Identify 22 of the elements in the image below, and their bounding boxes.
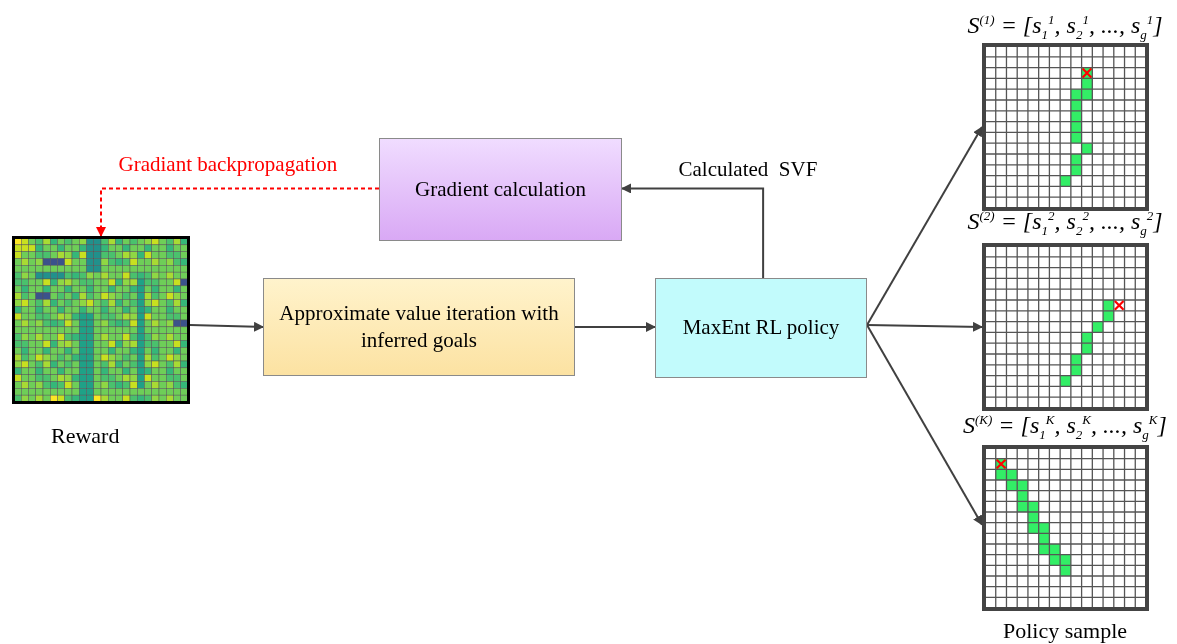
reward-heatmap <box>12 236 190 404</box>
arrow <box>189 321 264 332</box>
grid-drawing <box>982 43 1149 211</box>
formula-label: S$^{(K)}$ = [s$_{1}$$^{K}$, s$_{2}$$^{K}$, ..., s$_{g}$$^{K}$] <box>963 412 1167 443</box>
caption: Policy sample <box>1003 618 1128 644</box>
arrow <box>574 322 656 332</box>
grid-drawing <box>982 445 1149 611</box>
arrow <box>621 183 765 279</box>
process-box <box>263 278 575 376</box>
arrow <box>866 324 983 526</box>
process-box <box>379 138 622 241</box>
arrow <box>866 126 983 326</box>
box-text: Approximate value iteration with inferred goals <box>278 299 560 354</box>
arrow <box>866 321 983 332</box>
process-box <box>655 278 867 378</box>
box-text: Gradient calculation <box>415 175 586 203</box>
formula-label: S$^{(1)}$ = [s$_{1}$$^{1}$, s$_{2}$$^{1}$, ..., s$_{g}$$^{1}$] <box>967 12 1163 43</box>
grid-drawing <box>982 243 1149 411</box>
node-label: Reward <box>51 423 120 449</box>
box-text: MaxEnt RL policy <box>682 314 840 342</box>
formula-label: S$^{(2)}$ = [s$_{1}$$^{2}$, s$_{2}$$^{2}$, ..., s$_{g}$$^{2}$] <box>967 208 1163 239</box>
dashed-arrow <box>96 187 380 237</box>
